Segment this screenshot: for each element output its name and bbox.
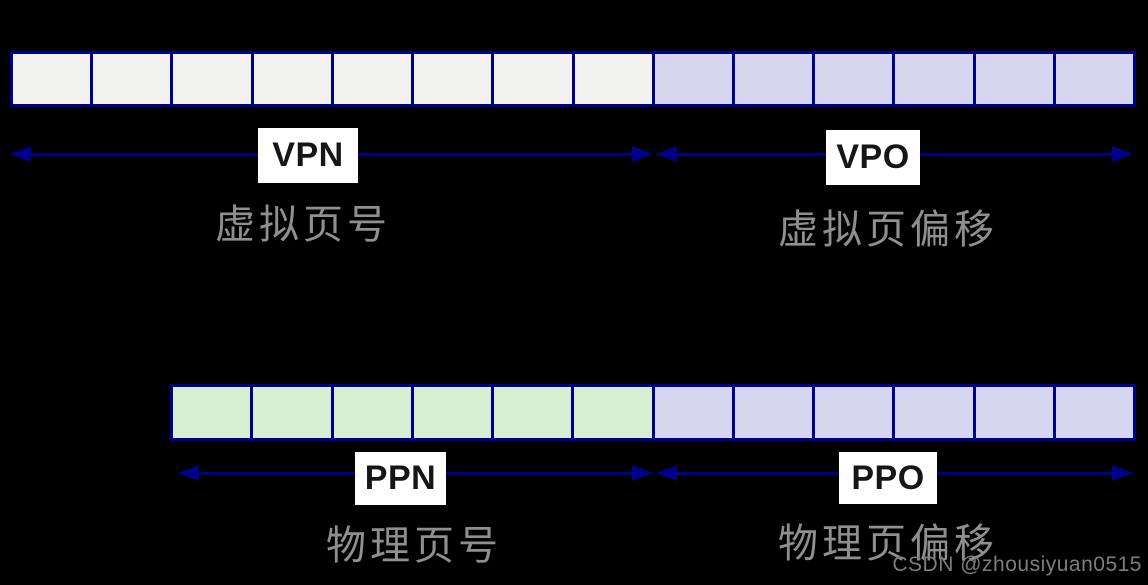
ppo-caption: 物理页偏移 <box>778 521 998 566</box>
csdn-watermark: CSDN @zhousiyuan0515 <box>892 553 1142 576</box>
ppn-label: PPN <box>364 459 437 497</box>
ppn-bit-cell <box>413 387 494 438</box>
ppo-bit-cell <box>895 387 976 438</box>
vpo-bit-cell <box>1055 54 1134 104</box>
vpo-label: VPO <box>836 138 910 176</box>
vpn-bit-cell <box>253 54 334 104</box>
ppn-bit-cell <box>494 387 575 438</box>
left-arrowhead-icon <box>656 146 677 162</box>
vpn-bit-cell <box>13 54 94 104</box>
vpo-bit-cell <box>734 54 816 104</box>
ppo-bit-cell <box>815 387 896 438</box>
ppo-bit-cell <box>654 387 735 438</box>
vpn-bit-cell <box>173 54 254 104</box>
vpo-bit-cell <box>895 54 976 104</box>
virtual-address-bar <box>10 51 1136 107</box>
ppn-caption: 物理页号 <box>326 523 502 568</box>
vpo-bit-cell <box>815 54 896 104</box>
vpn-bit-cell <box>414 54 495 104</box>
ppo-bit-cell <box>734 387 815 438</box>
vpo-caption: 虚拟页偏移 <box>778 207 998 252</box>
vpn-bit-cell <box>574 54 655 104</box>
vpn-bit-cell <box>93 54 174 104</box>
vpo-label-box: VPO <box>826 130 920 185</box>
vpn-label: VPN <box>272 136 344 174</box>
left-arrowhead-icon <box>178 465 199 481</box>
vpn-caption: 虚拟页号 <box>215 202 391 247</box>
ppn-bit-cell <box>574 387 655 438</box>
ppn-bit-cell <box>333 387 414 438</box>
ppn-bit-cell <box>173 387 254 438</box>
vpo-bit-cell <box>654 54 735 104</box>
ppo-label-box: PPO <box>839 452 937 504</box>
right-arrowhead-icon <box>632 465 653 481</box>
right-arrowhead-icon <box>632 146 653 162</box>
vpn-bit-cell <box>494 54 575 104</box>
vpn-bit-cell <box>333 54 415 104</box>
vpo-bit-cell <box>975 54 1056 104</box>
ppn-label-box: PPN <box>355 452 446 505</box>
ppo-bit-cell <box>1055 387 1133 438</box>
left-arrowhead-icon <box>10 146 31 162</box>
ppo-label: PPO <box>851 458 925 497</box>
physical-address-bar <box>170 384 1136 441</box>
right-arrowhead-icon <box>1112 465 1133 481</box>
ppo-bit-cell <box>975 387 1056 438</box>
ppn-bit-cell <box>253 387 334 438</box>
vpn-label-box: VPN <box>258 128 358 183</box>
left-arrowhead-icon <box>656 465 677 481</box>
right-arrowhead-icon <box>1112 146 1133 162</box>
